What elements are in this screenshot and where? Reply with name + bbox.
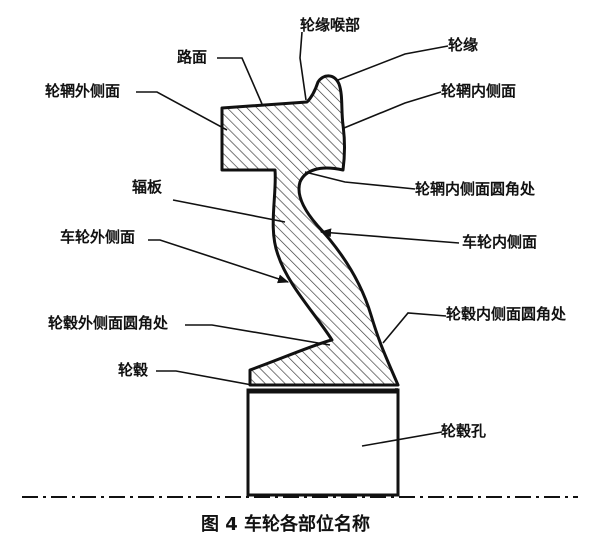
label-lungu-waice-yuanjiao: 轮毂外侧面圆角处 <box>48 314 169 332</box>
label-lungu-neice-yuanjiao: 轮毂内侧面圆角处 <box>446 305 567 323</box>
label-lunwang-neice-yuanjiao: 轮辋内侧面圆角处 <box>415 180 536 198</box>
label-fuban: 辐板 <box>132 178 163 196</box>
label-chelun-neice: 车轮内侧面 <box>462 233 537 251</box>
label-lumian: 路面 <box>177 48 207 66</box>
wheel-section <box>220 74 400 387</box>
label-lunwang-neice: 轮辋内侧面 <box>441 82 516 100</box>
label-chelun-waice: 车轮外侧面 <box>60 228 135 246</box>
figure-caption: 图 4 车轮各部位名称 <box>201 513 370 535</box>
label-lunwang-waice: 轮辋外侧面 <box>45 82 120 100</box>
label-lungu: 轮毂 <box>118 361 148 379</box>
label-lunyuan: 轮缘 <box>448 36 478 54</box>
label-lunyuan-houbu: 轮缘喉部 <box>300 16 360 34</box>
hub-block <box>246 388 400 497</box>
leader-lines <box>136 31 460 390</box>
label-lungu-kong: 轮毂孔 <box>441 422 486 440</box>
